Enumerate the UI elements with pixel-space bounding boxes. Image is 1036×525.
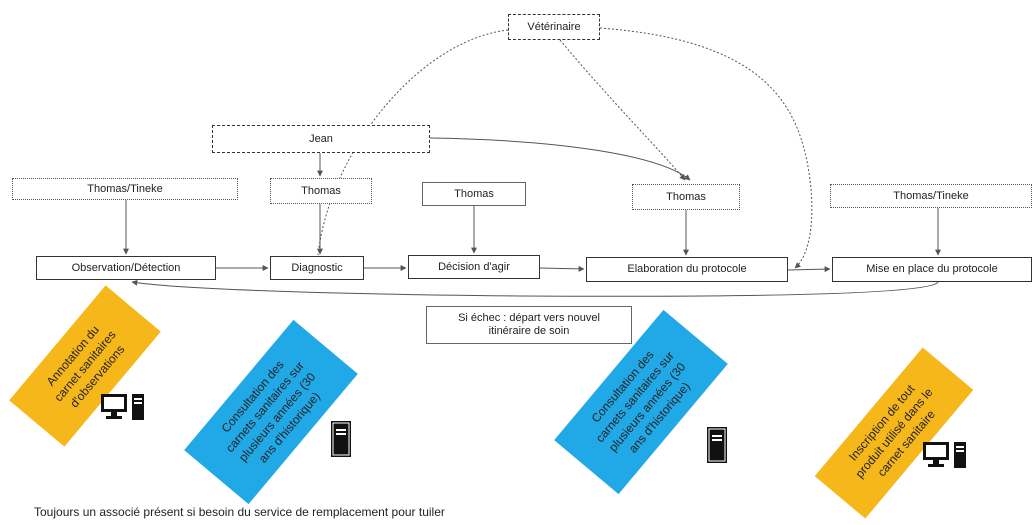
jean-to-thomas4-line	[429, 137, 691, 181]
book-icon	[331, 421, 351, 457]
step-diagnostic: Diagnostic	[270, 256, 364, 280]
actor-thomas-tineke-1: Thomas/Tineke	[12, 178, 238, 200]
step-decision: Décision d'agir	[408, 255, 540, 279]
vet-to-elaboration-line	[599, 27, 813, 269]
flow-arrow-4	[787, 266, 831, 273]
footer-note: Toujours un associé présent si besoin du…	[34, 505, 445, 519]
book-icon	[707, 427, 727, 463]
actor-thomas-2: Thomas	[270, 178, 372, 204]
actor-thomas-3: Thomas	[422, 182, 526, 206]
failure-note: Si échec : départ vers nouvel itinéraire…	[426, 306, 632, 344]
step-elaboration: Elaboration du protocole	[586, 257, 788, 282]
loop-back-arrow	[131, 279, 939, 297]
vet-to-thomas-line	[559, 39, 686, 181]
actor-thomas-4: Thomas	[632, 184, 740, 210]
step-observation: Observation/Détection	[36, 256, 216, 280]
actor-veterinaire: Vétérinaire	[508, 14, 600, 40]
computer-icon	[923, 442, 966, 468]
flow-arrow-3	[539, 265, 585, 272]
actor-thomas-tineke-5: Thomas/Tineke	[830, 184, 1032, 208]
vet-to-diagnostic-line	[317, 29, 509, 256]
step-mise-en-place: Mise en place du protocole	[832, 257, 1032, 282]
computer-icon	[101, 394, 144, 420]
actor-jean: Jean	[212, 125, 430, 153]
